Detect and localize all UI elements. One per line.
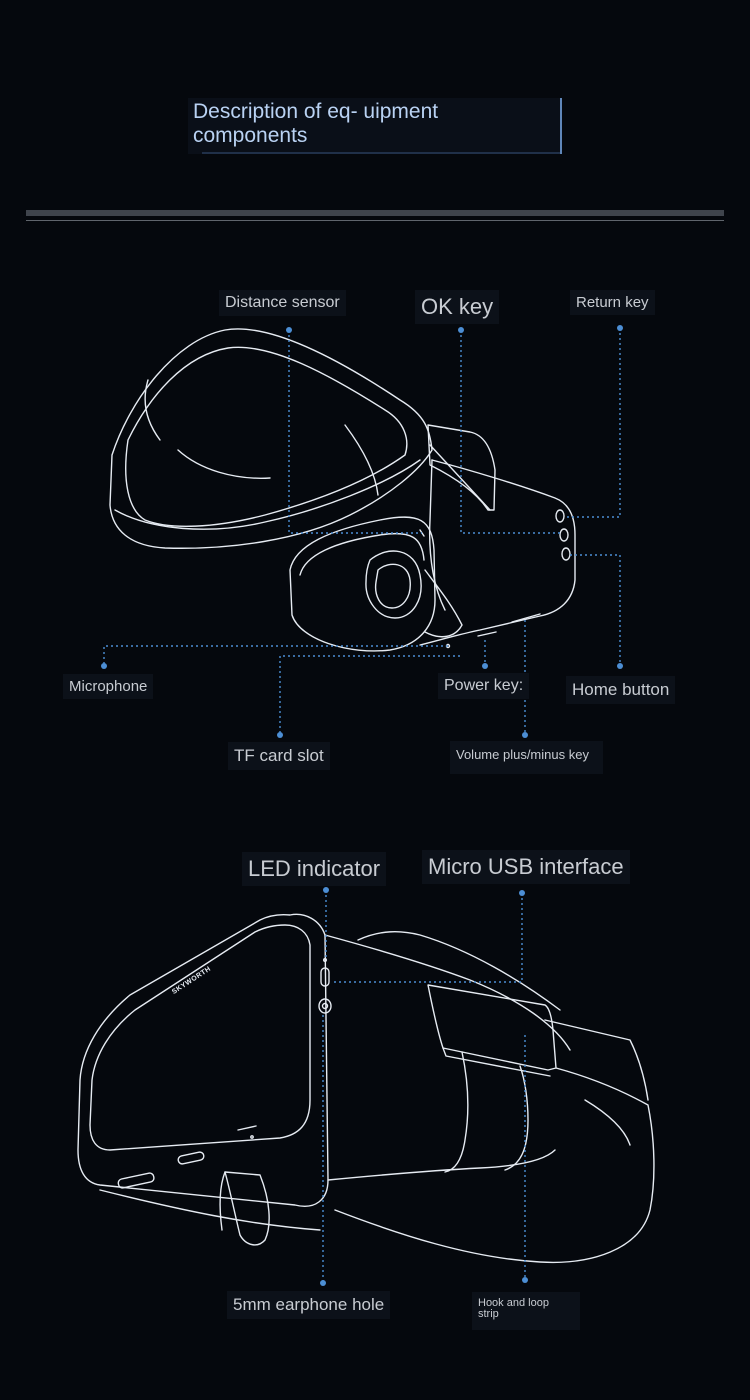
- label-tf-card-slot: TF card slot: [228, 742, 330, 770]
- label-microphone: Microphone: [63, 674, 153, 699]
- headset-front-drawing: [78, 914, 654, 1262]
- label-return-key: Return key: [570, 290, 655, 315]
- label-ok-key: OK key: [415, 290, 499, 324]
- bottom-callout-lines: [320, 887, 528, 1286]
- label-volume-key: Volume plus/minus key: [450, 741, 603, 774]
- label-power-key: Power key:: [438, 673, 529, 699]
- label-hook-loop-strip: Hook and loop strip: [472, 1292, 580, 1330]
- label-micro-usb: Micro USB interface: [422, 850, 630, 884]
- label-led-indicator: LED indicator: [242, 852, 386, 886]
- label-earphone-hole: 5mm earphone hole: [227, 1291, 390, 1319]
- headset-back-drawing: [110, 329, 575, 651]
- top-callout-lines: [101, 325, 623, 738]
- label-home-button: Home button: [566, 676, 675, 704]
- label-distance-sensor: Distance sensor: [219, 290, 346, 316]
